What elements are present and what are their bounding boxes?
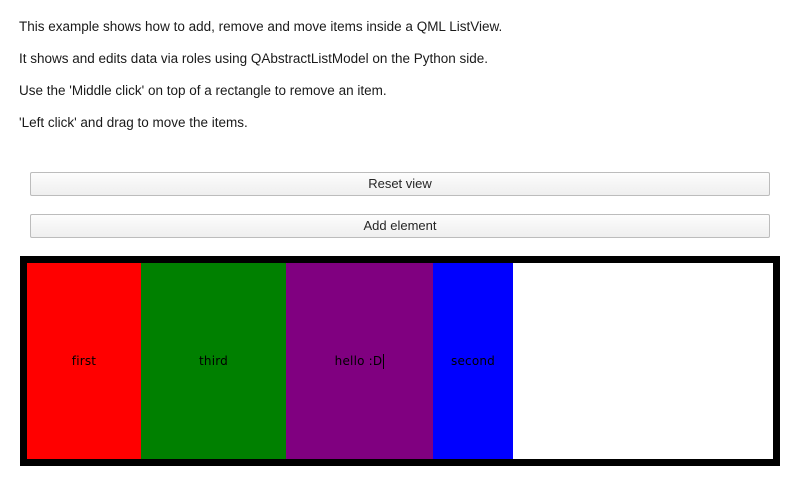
list-item-label[interactable]: second [451,354,495,368]
description-line-4: 'Left click' and drag to move the items. [19,115,248,130]
qml-listview[interactable]: first third hello :D second [20,256,780,466]
description-line-3: Use the 'Middle click' on top of a recta… [19,83,387,98]
add-element-button[interactable]: Add element [30,214,770,238]
description-line-2: It shows and edits data via roles using … [19,51,489,66]
list-item[interactable]: second [433,263,513,459]
listview-track[interactable]: first third hello :D second [27,263,773,459]
list-item[interactable]: third [141,263,286,459]
description-block: This example shows how to add, remove an… [19,16,779,144]
list-item-label[interactable]: third [199,354,228,368]
list-item[interactable]: first [27,263,141,459]
list-item[interactable]: hello :D [286,263,433,459]
description-line-1: This example shows how to add, remove an… [19,19,503,34]
list-item-label[interactable]: first [71,354,97,368]
button-bar: Reset view Add element [30,172,770,238]
text-cursor-icon [383,353,385,369]
reset-view-button[interactable]: Reset view [30,172,770,196]
list-item-label[interactable]: hello :D [334,354,383,368]
